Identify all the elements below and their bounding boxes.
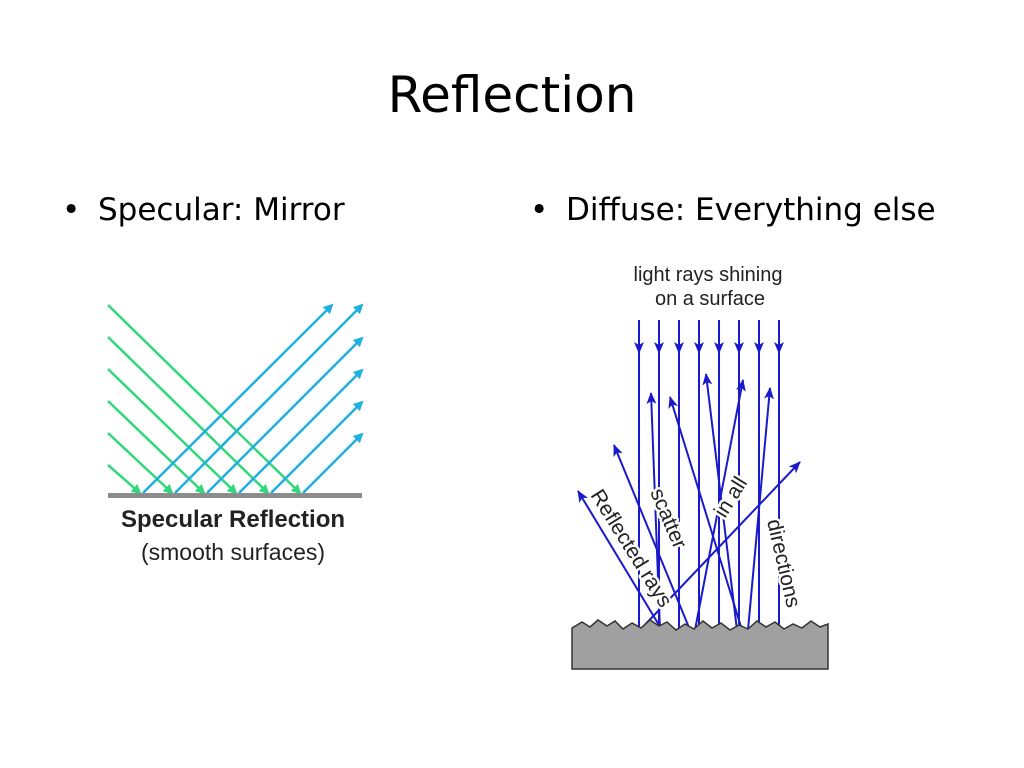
bullet-text: Specular: Mirror <box>98 192 345 228</box>
reflected-rays <box>577 373 801 631</box>
bullet-specular: • Specular: Mirror <box>62 190 345 230</box>
bullet-text: Diffuse: Everything else <box>566 192 936 228</box>
incident-rays <box>634 320 784 628</box>
smooth-surface <box>108 493 362 498</box>
label-in-all: in all <box>710 473 752 522</box>
bullet-diffuse: • Diffuse: Everything else <box>530 190 936 230</box>
specular-caption-sub: (smooth surfaces) <box>141 539 325 565</box>
bullet-dot: • <box>530 192 549 228</box>
diffuse-figure: light rays shining on a surface <box>571 264 829 670</box>
rough-surface <box>571 619 829 670</box>
diffuse-caption-line1: light rays shining <box>634 264 783 286</box>
specular-caption-bold: Specular Reflection <box>121 506 345 533</box>
specular-figure: Specular Reflection (smooth surfaces) <box>107 303 364 565</box>
specular-incident-rays <box>107 304 302 495</box>
slide-title: Reflection <box>387 66 637 124</box>
specular-reflected-rays <box>142 303 364 494</box>
diffuse-caption-line2: on a surface <box>655 288 765 310</box>
ray-labels: Reflected rays scatter in all directions <box>583 470 807 614</box>
label-scatter: scatter <box>645 485 691 552</box>
bullet-dot: • <box>62 192 81 228</box>
label-directions: directions <box>762 517 805 610</box>
